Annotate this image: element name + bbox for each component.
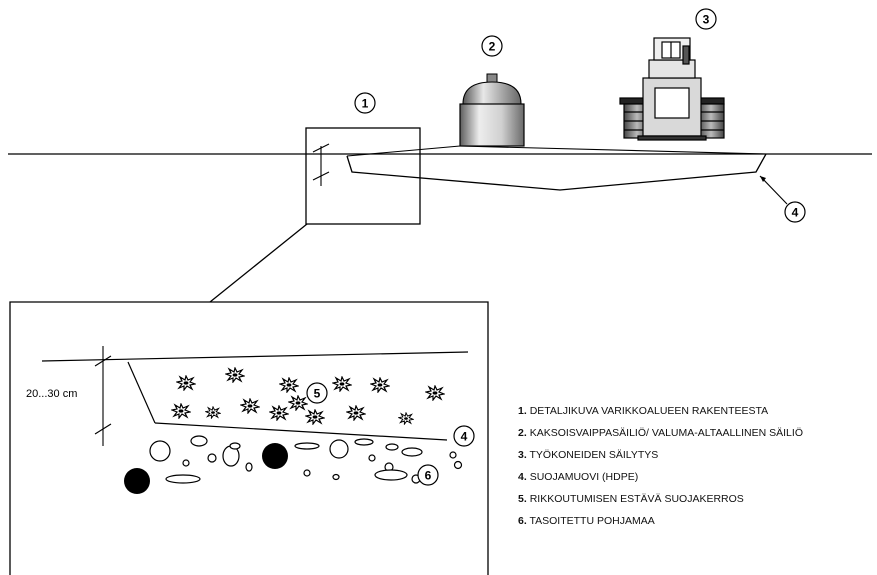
legend-num: 6. <box>518 515 527 527</box>
inset-liner-slope <box>127 361 156 424</box>
legend-num: 5. <box>518 493 527 505</box>
legend-text: RIKKOUTUMISEN ESTÄVÄ SUOJAKERROS <box>529 493 744 505</box>
leveled-ground-pebbles <box>149 435 463 484</box>
callout-6-text: 6 <box>425 469 432 483</box>
callout-1-text: 1 <box>362 97 369 111</box>
depth-label: 20...30 cm <box>26 388 77 400</box>
callout-5: 5 <box>306 382 328 404</box>
legend-text: DETALJIKUVA VARIKKOALUEEN RAKENTEESTA <box>529 405 769 417</box>
callout-3-text: 3 <box>703 13 710 27</box>
detail-leader-line <box>209 223 308 303</box>
legend: 1. DETALJIKUVA VARIKKOALUEEN RAKENTEESTA… <box>518 404 803 536</box>
legend-item: 1. DETALJIKUVA VARIKKOALUEEN RAKENTEESTA <box>518 404 803 426</box>
callout-4-inset: 4 <box>453 425 475 447</box>
callout-6: 6 <box>417 464 439 486</box>
legend-num: 1. <box>518 405 527 417</box>
inset-ground-line <box>41 351 469 362</box>
callout-2-text: 2 <box>489 40 496 54</box>
legend-text: TYÖKONEIDEN SÄILYTYS <box>529 449 659 461</box>
black-pebble-2 <box>262 443 288 469</box>
inset-frame <box>9 301 489 575</box>
legend-item: 2. KAKSOISVAIPPASÄILIÖ/ VALUMA-ALTAALLIN… <box>518 426 803 448</box>
legend-num: 4. <box>518 471 527 483</box>
legend-num: 2. <box>518 427 527 439</box>
liner-top-2 <box>459 145 767 155</box>
legend-num: 3. <box>518 449 527 461</box>
inset-liner-bottom <box>154 422 448 441</box>
callout-5-text: 5 <box>314 387 321 401</box>
liner-top <box>346 145 461 157</box>
callout-3: 3 <box>695 8 717 30</box>
callout-4-inset-text: 4 <box>461 430 468 444</box>
callout-4-top: 4 <box>759 175 806 223</box>
legend-text: KAKSOISVAIPPASÄILIÖ/ VALUMA-ALTAALLINEN … <box>529 427 803 439</box>
callout-1: 1 <box>354 92 376 114</box>
legend-text: SUOJAMUOVI (HDPE) <box>529 471 639 483</box>
legend-text: TASOITETTU POHJAMAA <box>529 515 655 527</box>
legend-item: 6. TASOITETTU POHJAMAA <box>518 514 803 536</box>
work-machine <box>619 37 725 141</box>
legend-item: 4. SUOJAMUOVI (HDPE) <box>518 470 803 492</box>
double-wall-tank <box>459 73 525 147</box>
detail-box <box>305 127 421 225</box>
callout-4-top-text: 4 <box>792 206 799 220</box>
legend-item: 3. TYÖKONEIDEN SÄILYTYS <box>518 448 803 470</box>
liner-outline <box>346 153 767 191</box>
depth-dimension <box>94 346 112 446</box>
legend-item: 5. RIKKOUTUMISEN ESTÄVÄ SUOJAKERROS <box>518 492 803 514</box>
black-pebble-1 <box>124 468 150 494</box>
detail-box-dimension-mark <box>312 143 330 186</box>
callout-2: 2 <box>481 35 503 57</box>
